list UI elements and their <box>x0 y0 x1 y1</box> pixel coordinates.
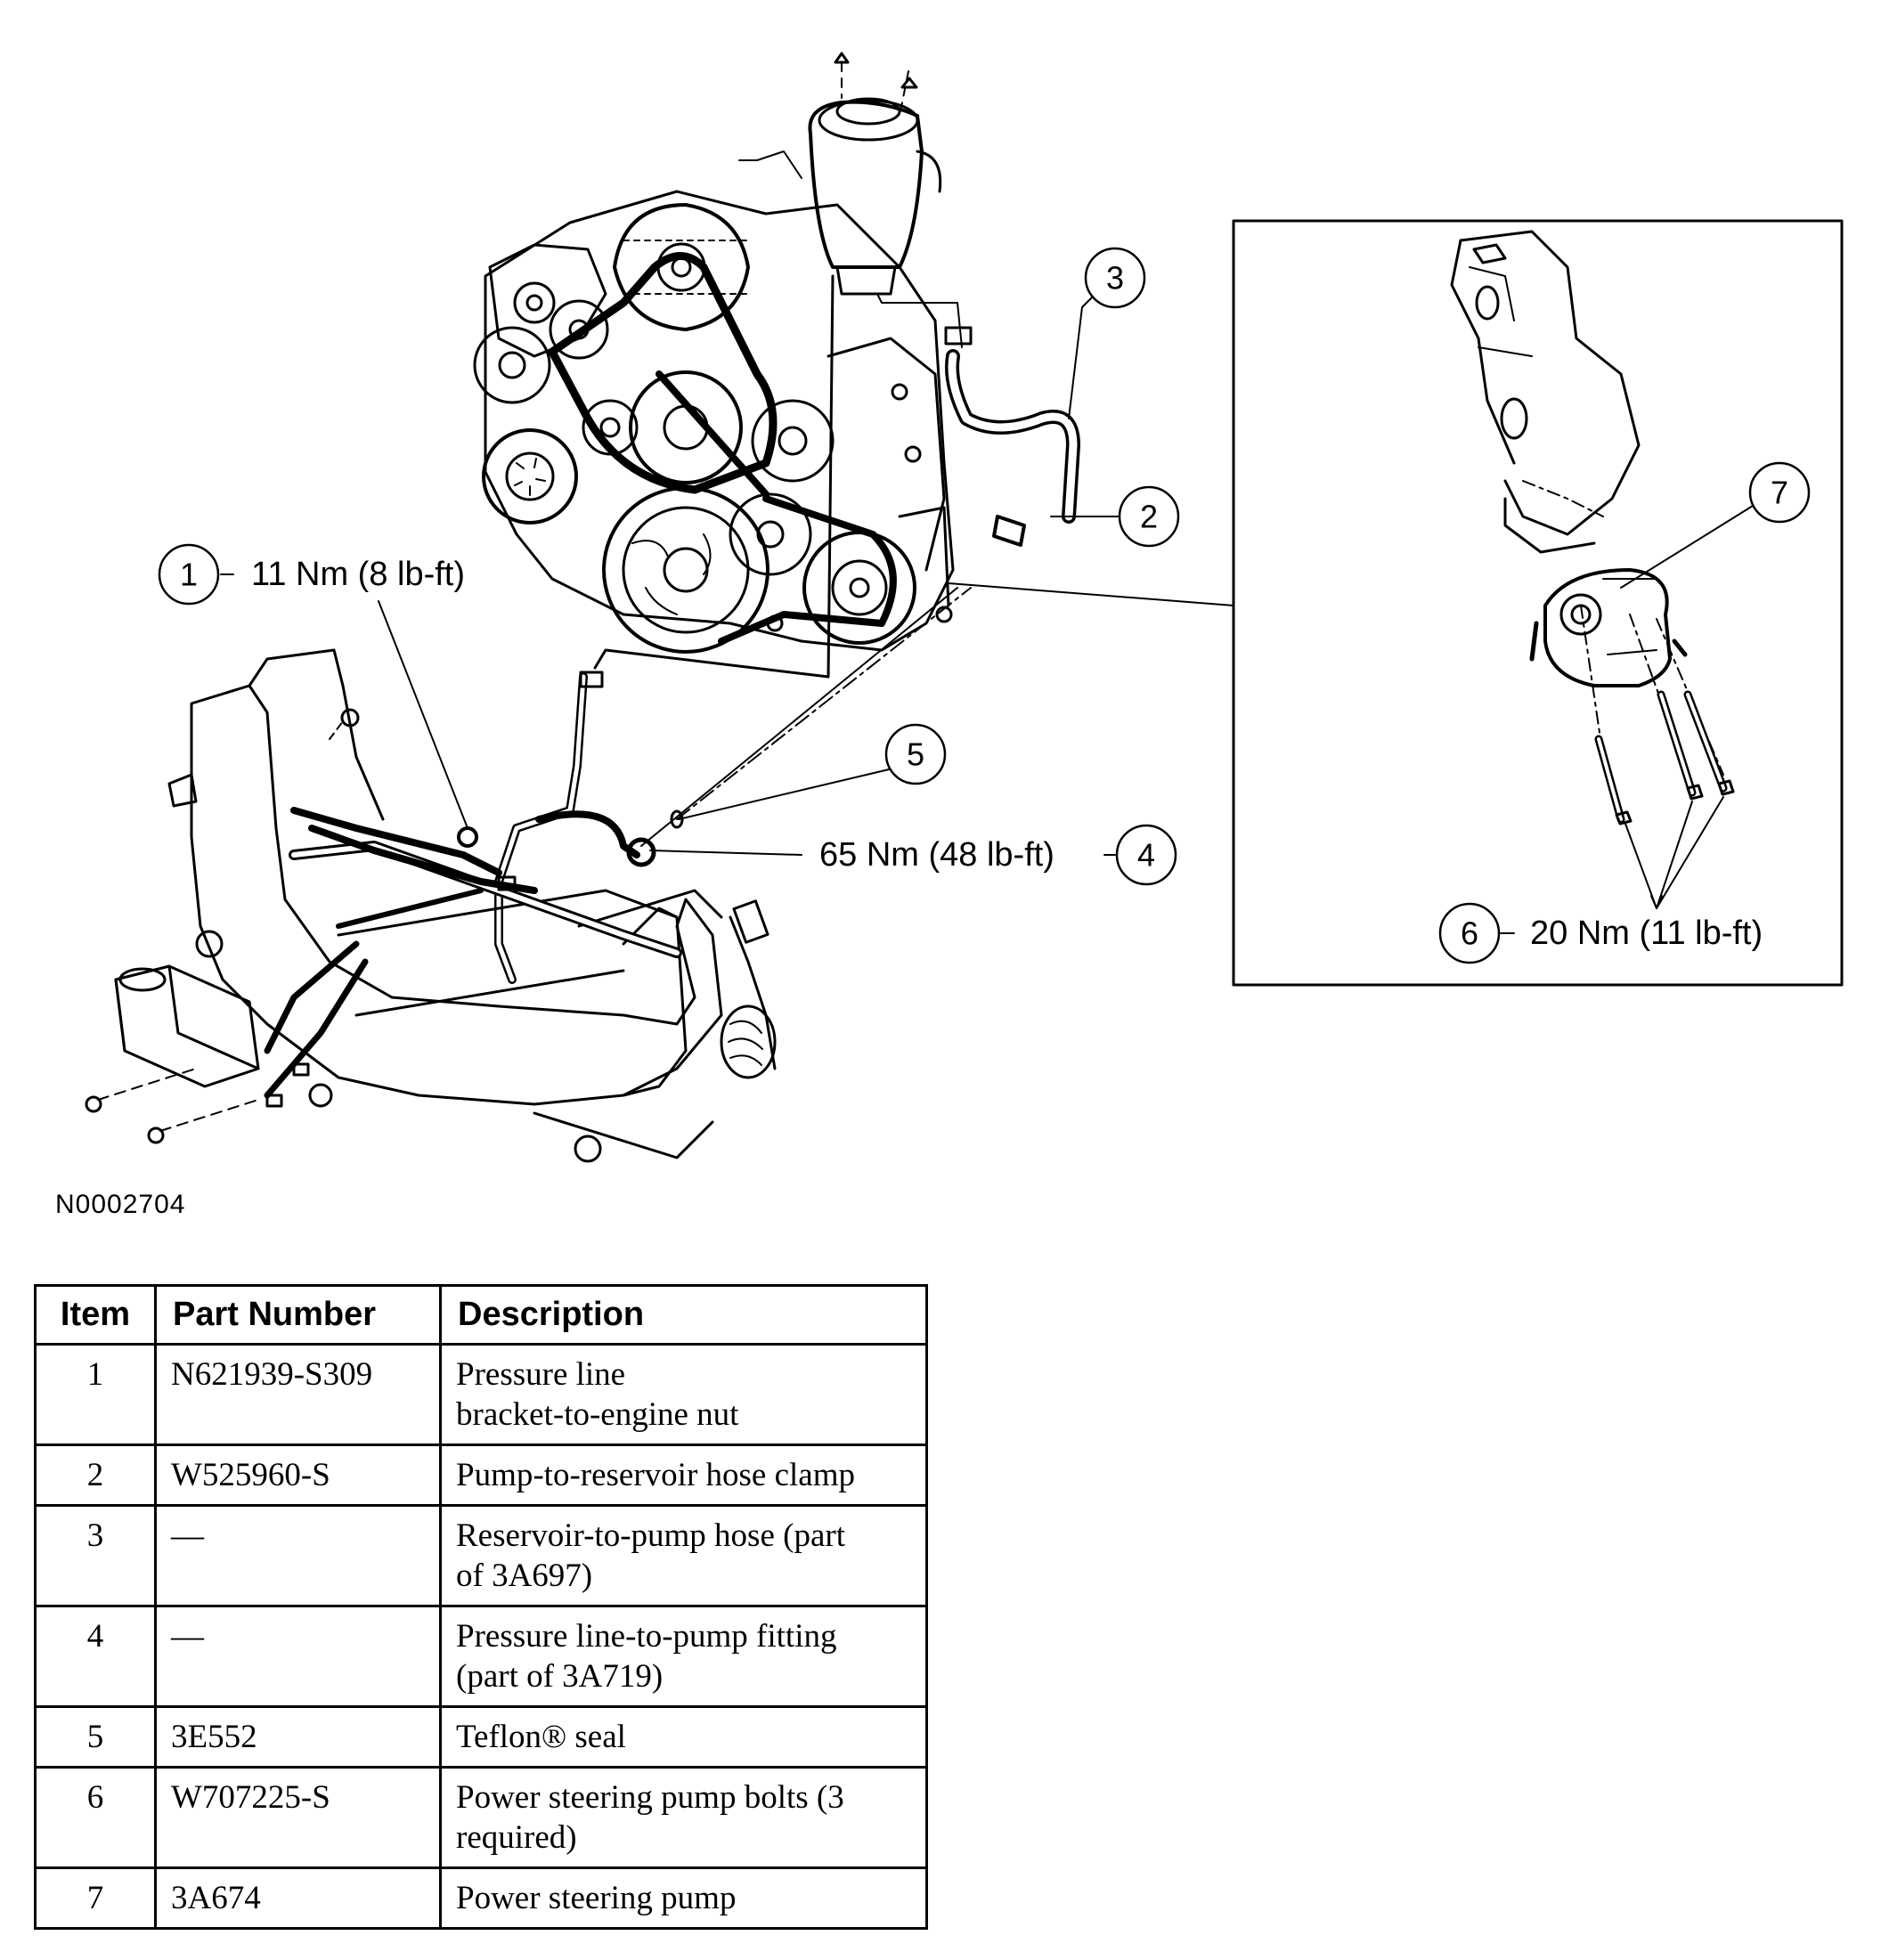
row-description-line: Power steering pump bolts (3 <box>456 1779 844 1816</box>
callout-3-number: 3 <box>1106 260 1124 297</box>
row-part-number: N621939-S309 <box>154 1343 442 1446</box>
row-description-line: Reservoir-to-pump hose (part <box>456 1517 845 1554</box>
row-part-number: W525960-S <box>154 1444 442 1507</box>
row-item: 1 <box>34 1343 157 1446</box>
callout-5: 5 <box>884 723 947 785</box>
table-row: 4 — Pressure line-to-pump fitting(part o… <box>34 1605 928 1708</box>
callout-6-number: 6 <box>1461 915 1478 952</box>
row-description-line: Pressure line-to-pump fitting <box>456 1618 837 1655</box>
callout-2: 2 <box>1118 485 1180 548</box>
figure-id: N0002704 <box>55 1190 186 1219</box>
row-description-line: required) <box>456 1819 577 1856</box>
header-item: Item <box>34 1284 157 1346</box>
callout-7: 7 <box>1748 461 1811 524</box>
callout-1-number: 1 <box>180 557 198 593</box>
row-description: Pressure line-to-pump fitting(part of 3A… <box>439 1605 928 1708</box>
row-description-line: Pump-to-reservoir hose clamp <box>456 1457 855 1493</box>
callout-6-torque: 20 Nm (11 lb-ft) <box>1530 915 1763 952</box>
pump-inset <box>1232 219 1844 987</box>
row-description-line: Pressure line <box>456 1356 626 1393</box>
row-part-number: — <box>154 1605 442 1708</box>
row-item: 5 <box>34 1705 157 1769</box>
row-part-number: W707225-S <box>154 1766 442 1869</box>
callout-5-number: 5 <box>907 736 924 773</box>
callout-3: 3 <box>1084 247 1146 309</box>
row-item: 7 <box>34 1866 157 1930</box>
table-row: 2 W525960-S Pump-to-reservoir hose clamp <box>34 1444 928 1507</box>
row-description: Power steering pump <box>439 1866 928 1930</box>
header-description: Description <box>439 1284 928 1346</box>
callout-2-number: 2 <box>1140 499 1158 535</box>
row-item: 6 <box>34 1766 157 1869</box>
row-description-line: bracket-to-engine nut <box>456 1396 739 1433</box>
reservoir-illustration <box>738 52 963 348</box>
table-row: 5 3E552 Teflon® seal <box>34 1705 928 1769</box>
table-row: 7 3A674 Power steering pump <box>34 1866 928 1930</box>
engine-illustration <box>473 190 955 654</box>
row-part-number: 3A674 <box>154 1866 442 1930</box>
callout-1-torque: 11 Nm (8 lb-ft) <box>251 556 465 593</box>
callout-6: 6 20 Nm (11 lb-ft) <box>1438 902 1763 964</box>
subframe-illustration <box>85 648 777 1163</box>
row-description: Pump-to-reservoir hose clamp <box>439 1444 928 1507</box>
table-row: 6 W707225-S Power steering pump bolts (3… <box>34 1766 928 1869</box>
parts-table: Item Part Number Description 1 N621939-S… <box>34 1284 928 1930</box>
parts-table-header: Item Part Number Description <box>34 1284 928 1346</box>
header-part-number: Part Number <box>154 1284 442 1346</box>
row-description-line: Power steering pump <box>456 1880 737 1916</box>
callout-4-torque: 65 Nm (48 lb-ft) <box>819 836 1054 874</box>
row-description-line: of 3A697) <box>456 1557 593 1594</box>
reservoir-to-pump-hose <box>944 326 1080 524</box>
pressure-line <box>494 274 972 984</box>
callout-4-number: 4 <box>1137 837 1155 874</box>
row-item: 4 <box>34 1605 157 1708</box>
hose-clamp-2 <box>992 515 1026 547</box>
row-item: 3 <box>34 1504 157 1607</box>
row-description-line: Teflon® seal <box>456 1719 626 1755</box>
row-part-number: 3E552 <box>154 1705 442 1769</box>
row-part-number: — <box>154 1504 442 1607</box>
leader-lines <box>220 284 1234 856</box>
callout-7-number: 7 <box>1771 475 1788 511</box>
row-item: 2 <box>34 1444 157 1507</box>
row-description-line: (part of 3A719) <box>456 1658 664 1695</box>
callout-1: 1 11 Nm (8 lb-ft) <box>158 543 465 606</box>
row-description: Teflon® seal <box>439 1705 928 1769</box>
exploded-view-diagram: 1 11 Nm (8 lb-ft) 2 3 65 Nm (48 lb-ft) 4… <box>85 52 1844 1163</box>
callout-4: 65 Nm (48 lb-ft) 4 <box>819 824 1177 886</box>
